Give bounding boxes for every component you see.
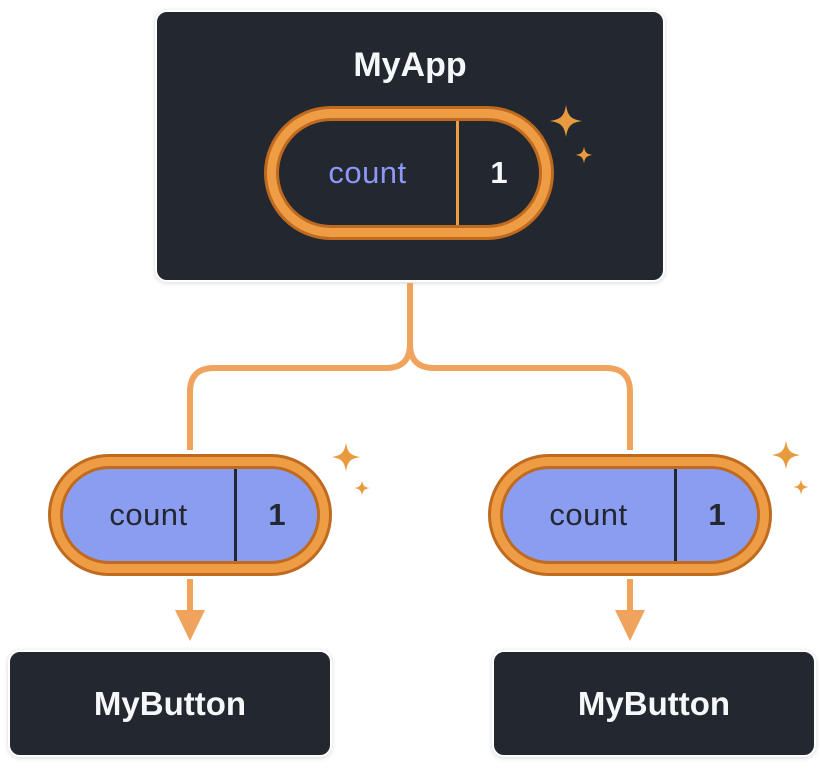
connector-left-branch: [187, 283, 413, 450]
pill-divider: [234, 469, 237, 561]
prop-pill-value: 1: [268, 497, 286, 532]
sparkle-icon: [793, 479, 809, 495]
child-component-title: MyButton: [93, 684, 247, 722]
child-component-box-right: MyButton: [492, 650, 816, 757]
child-component-title: MyButton: [577, 684, 731, 722]
prop-pill-name: count: [549, 497, 628, 532]
connector-right-branch: [407, 343, 633, 450]
state-pill-value: 1: [490, 155, 508, 190]
pill-divider: [674, 469, 677, 561]
prop-pill-left: count 1: [60, 466, 320, 564]
sparkle-icon: [354, 480, 370, 496]
sparkle-icon: [331, 442, 361, 472]
prop-pill-name: count: [109, 497, 188, 532]
state-pill: count 1: [276, 118, 542, 228]
arrow-down-icon: [175, 610, 205, 641]
pill-divider: [456, 121, 459, 225]
sparkle-icon: [771, 440, 801, 470]
parent-component-title: MyApp: [353, 46, 467, 84]
arrow-down-icon: [615, 610, 645, 641]
parent-component-box: MyApp count 1: [155, 10, 665, 282]
prop-pill-right: count 1: [500, 466, 760, 564]
state-pill-name: count: [328, 155, 407, 190]
prop-pill-value: 1: [708, 497, 726, 532]
child-component-box-left: MyButton: [8, 650, 332, 757]
